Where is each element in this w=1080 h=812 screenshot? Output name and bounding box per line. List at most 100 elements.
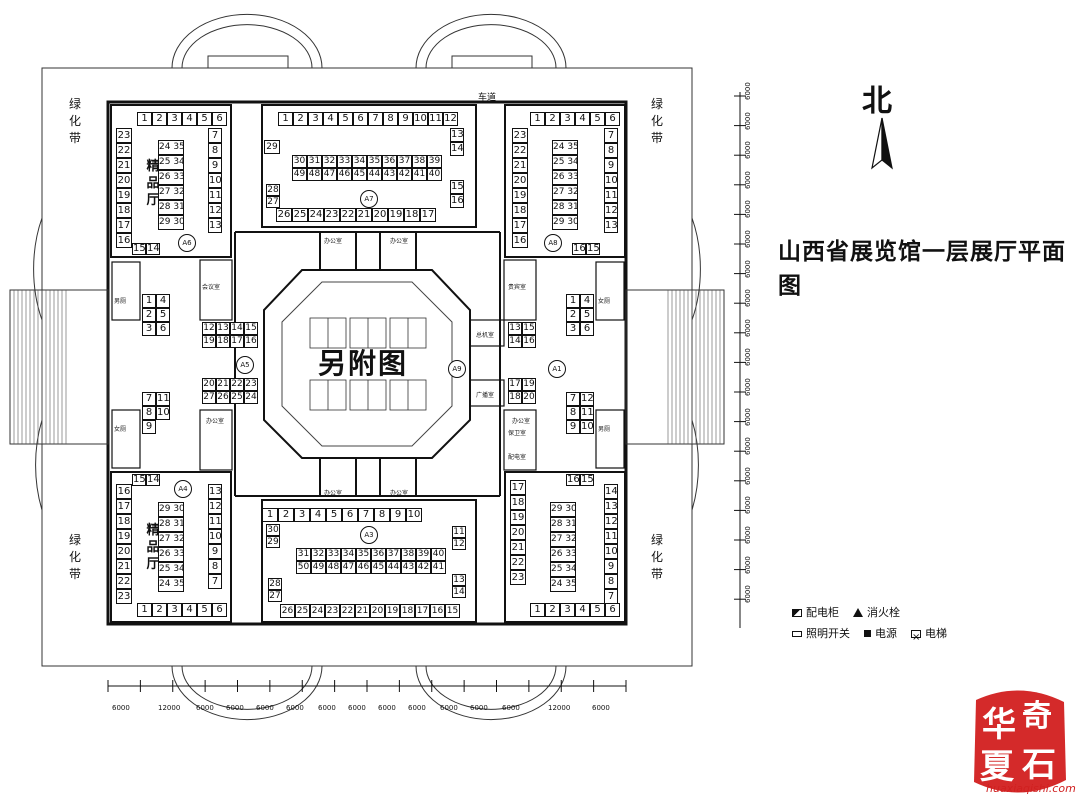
arch-se (415, 665, 567, 721)
booth: 12 (443, 112, 458, 126)
booth: 21 (116, 559, 132, 574)
booth: 28 31 (552, 200, 578, 215)
booth: 16 (116, 233, 132, 248)
booth: 24 35 (550, 577, 576, 592)
booth: 14 (508, 335, 522, 348)
booth: 36 (371, 548, 386, 561)
booth: 24 35 (552, 140, 578, 155)
booth: 30 (266, 524, 280, 536)
booth: 19 (510, 510, 526, 525)
green-belt-ne: 绿化带 (650, 97, 663, 145)
hall-a3 (261, 499, 477, 623)
booth: 5 (156, 308, 170, 322)
central-hall (263, 269, 471, 459)
booth: 32 (322, 155, 337, 168)
booth: 14 (450, 142, 464, 156)
booth: 5 (197, 112, 212, 126)
scale-bottom-label: 6000 (256, 704, 274, 712)
booth: 15 (132, 243, 146, 255)
booth: 2 (152, 603, 167, 617)
scale-right-label: 6000 (744, 200, 752, 219)
booth: 16 (572, 243, 586, 255)
booth: 24 35 (158, 140, 184, 155)
booth: 2 (278, 508, 294, 522)
booth: 24 (310, 604, 325, 618)
room-label: 办公室 (206, 418, 225, 425)
booth: 27 (266, 196, 280, 208)
booth: 11 (428, 112, 443, 126)
scale-bottom-label: 6000 (226, 704, 244, 712)
booth: 46 (337, 168, 352, 181)
booth: 25 (295, 604, 310, 618)
booth: 6 (212, 112, 227, 126)
booth: 10 (406, 508, 422, 522)
booth: 12 (452, 538, 466, 550)
booth: 47 (341, 561, 356, 574)
booth: 16 (430, 604, 445, 618)
booth: 43 (382, 168, 397, 181)
booth: 4 (580, 294, 594, 308)
scale-bottom-label: 6000 (408, 704, 426, 712)
booth: 27 (202, 391, 216, 404)
booth: 1 (530, 603, 545, 617)
booth: 28 31 (158, 200, 184, 215)
booth: 10 (413, 112, 428, 126)
booth: 17 (508, 378, 522, 391)
booth: 18 (512, 203, 528, 218)
booth: 6 (156, 322, 170, 336)
booth: 13 (604, 499, 618, 514)
booth: 2 (545, 603, 560, 617)
booth: 23 (325, 604, 340, 618)
booth: 7 (604, 589, 618, 604)
booth: 5 (590, 603, 605, 617)
booth: 35 (367, 155, 382, 168)
booth: 27 (268, 590, 282, 602)
watermark-url: huaxiaqishi.com (986, 782, 1076, 795)
scale-right-label: 6000 (744, 585, 752, 604)
scale-right-label: 6000 (744, 318, 752, 337)
arch-w-top (33, 217, 43, 321)
booth: 11 (156, 392, 170, 406)
legend: 配电柜 消火栓 照明开关 电源 电梯 (792, 602, 947, 648)
booth: 39 (427, 155, 442, 168)
north-label: 北 (862, 84, 892, 119)
room-label: 办公室 (324, 490, 343, 497)
booth: 5 (338, 112, 353, 126)
booth: 33 (337, 155, 352, 168)
booth: 21 (356, 208, 372, 222)
booth: 22 (230, 378, 244, 391)
booth: 10 (604, 544, 618, 559)
booth: 23 (244, 378, 258, 391)
booth: 5 (590, 112, 605, 126)
booth: 4 (182, 112, 197, 126)
booth: 26 33 (158, 547, 184, 562)
scale-bottom-label: 6000 (502, 704, 520, 712)
scale-bottom-label: 6000 (348, 704, 366, 712)
premium-hall-a4: 精品厅 (146, 523, 160, 572)
scale-bottom-label: 12000 (548, 704, 571, 712)
booth: 14 (146, 474, 160, 486)
room-label: 男厕 (598, 426, 611, 433)
booth: 25 34 (550, 562, 576, 577)
booth: 13 (216, 322, 230, 335)
scale-bottom-label: 6000 (318, 704, 336, 712)
booth: 25 (230, 391, 244, 404)
booth: 37 (386, 548, 401, 561)
booth: 8 (604, 143, 618, 158)
booth: 26 33 (552, 170, 578, 185)
booth: 27 32 (158, 185, 184, 200)
booth: 19 (512, 188, 528, 203)
booth: 47 (322, 168, 337, 181)
booth: 2 (142, 308, 156, 322)
booth: 32 (311, 548, 326, 561)
booth: 50 (296, 561, 311, 574)
hall-label-a7: A7 (360, 190, 378, 208)
scale-right-label: 6000 (744, 526, 752, 544)
booth: 15 (244, 322, 258, 335)
room-label: 男厕 (114, 298, 127, 305)
booth: 4 (310, 508, 326, 522)
booth: 48 (307, 168, 322, 181)
scale-right-label: 6000 (744, 111, 752, 130)
booth: 44 (367, 168, 382, 181)
